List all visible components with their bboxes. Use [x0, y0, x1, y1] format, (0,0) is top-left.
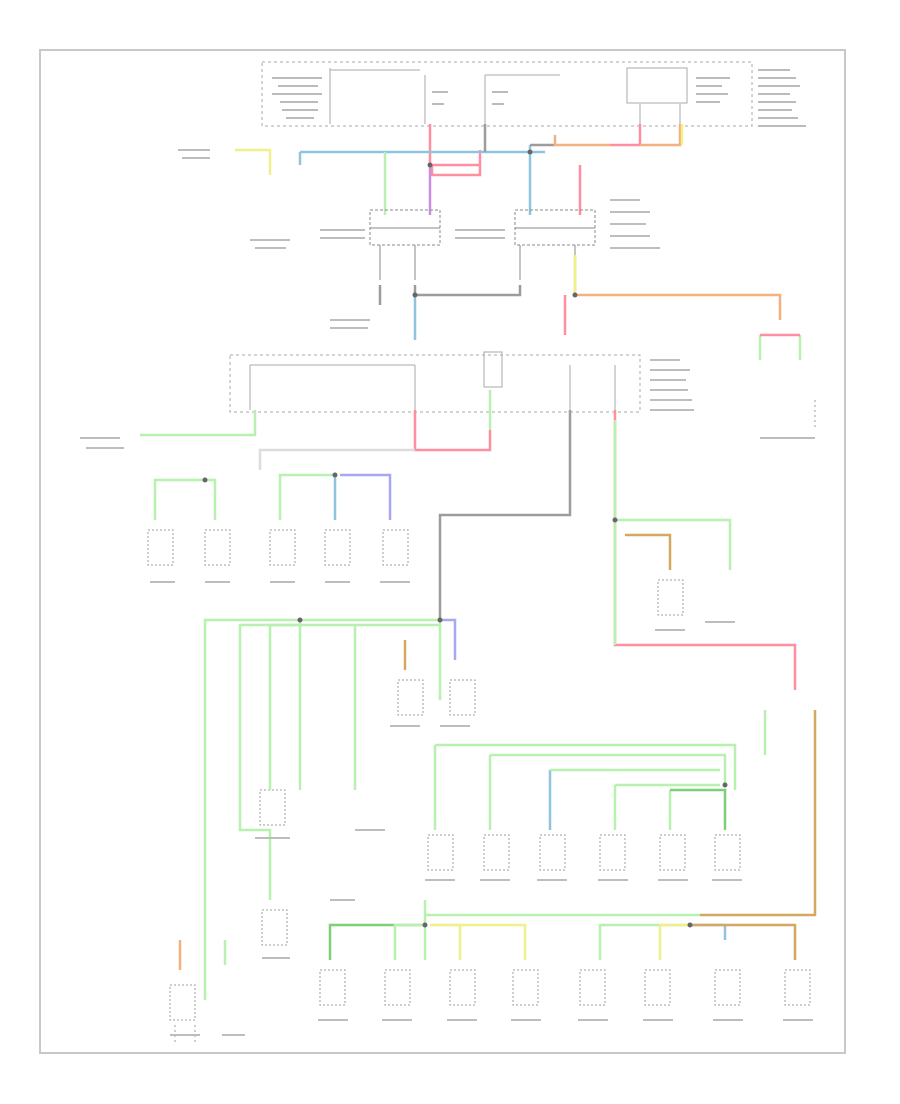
diagram-border [39, 49, 846, 1054]
top-fuse-labels [272, 69, 806, 127]
second-fuse-block [229, 351, 641, 413]
relay-block-left [369, 209, 441, 280]
top-wires [235, 124, 684, 215]
left-switch-tree [153, 473, 392, 520]
mid-wires [378, 255, 802, 360]
text-placeholders [80, 149, 815, 1036]
relay-block-right [514, 209, 596, 280]
lower-harness [178, 618, 817, 1000]
second-fuse-wires [140, 390, 797, 690]
top-fuse-block [261, 61, 753, 127]
junction-dots [202, 149, 728, 928]
component-glyphs [147, 529, 811, 1021]
